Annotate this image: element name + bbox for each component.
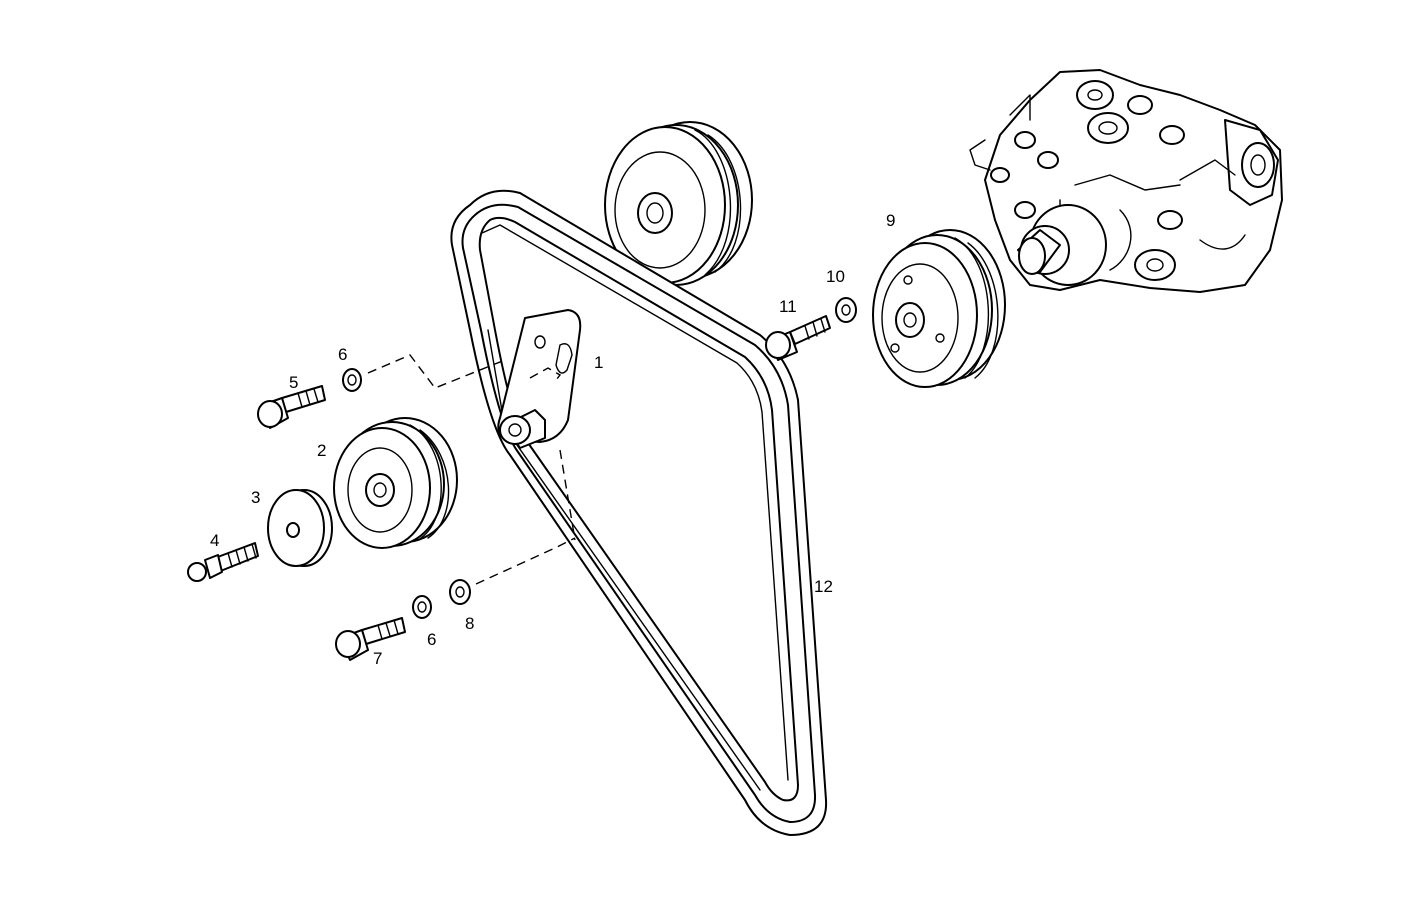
assembly-leader-lines (367, 354, 576, 585)
callout-6-lower: 6 (427, 630, 436, 649)
callout-9: 9 (886, 211, 895, 230)
bolt-4 (187, 542, 259, 582)
callout-1: 1 (594, 353, 603, 372)
callout-6-upper: 6 (338, 345, 347, 364)
poly-v-belt (450, 189, 828, 836)
callout-7: 7 (373, 649, 382, 668)
washer-10 (835, 297, 857, 323)
tensioner-bracket (497, 309, 582, 449)
callout-5: 5 (289, 373, 298, 392)
callout-2: 2 (317, 441, 326, 460)
tensioner-pulley (333, 417, 458, 549)
cover-disc (267, 489, 333, 567)
upper-pulley (604, 121, 753, 286)
bolt-11 (765, 315, 831, 361)
washer-6-upper (342, 368, 362, 392)
water-pump-housing (969, 69, 1283, 293)
washer-6-lower (412, 595, 432, 619)
callout-11: 11 (779, 297, 797, 316)
bolt-5 (257, 385, 326, 429)
callout-12: 12 (814, 577, 833, 596)
callout-4: 4 (210, 531, 219, 550)
callout-10: 10 (826, 267, 845, 286)
water-pump-pulley (872, 229, 1006, 388)
callout-8: 8 (465, 614, 474, 633)
washer-8 (449, 579, 471, 605)
callout-3: 3 (251, 488, 260, 507)
bolt-7 (335, 617, 406, 661)
